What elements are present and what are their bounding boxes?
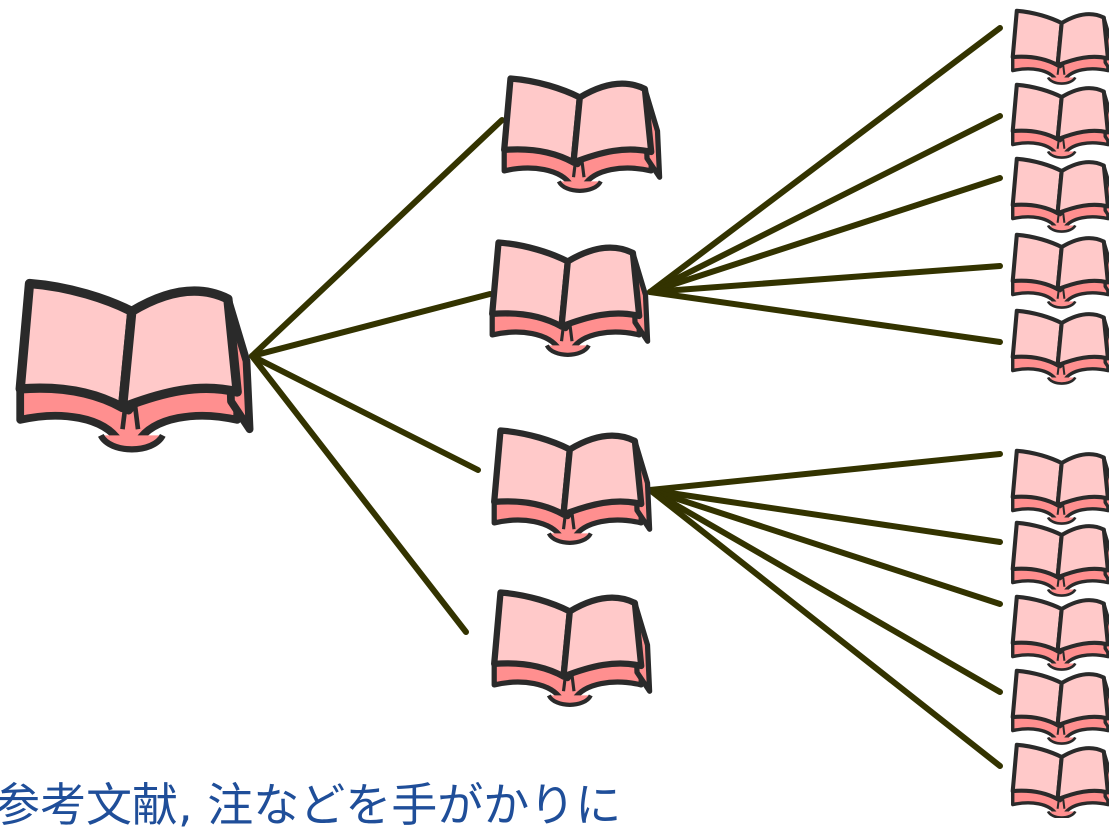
connector-line-root-l1-c: [249, 353, 481, 473]
connector-line-root-l1-d: [249, 353, 469, 635]
book-icon-l2-b4: [1013, 235, 1109, 308]
connector-line-l1-c-l2-c3: [647, 487, 1003, 607]
book-icon-l1-c: [494, 431, 649, 543]
book-icon-l2-b3: [1013, 159, 1109, 232]
connector-line-root-l1-b: [249, 291, 493, 359]
connector-line-l1-b-l2-b1: [647, 25, 1003, 295]
book-icon-l2-c1: [1013, 451, 1109, 524]
connector-line-l1-c-l2-c5: [647, 487, 1003, 769]
connector-line-l1-c-l2-c4: [647, 487, 1003, 695]
book-icon-l1-d: [494, 593, 649, 705]
connector-line-l1-b-l2-b4: [647, 263, 1003, 295]
book-icon-l2-c5: [1013, 745, 1109, 818]
caption-text: 参考文献, 注などを手がかりに: [0, 778, 622, 832]
connector-line-root-l1-a: [249, 117, 505, 359]
connector-line-l1-c-l2-c1: [647, 451, 1003, 493]
connector-line-l1-c-l2-c2: [647, 487, 1003, 545]
book-icon-l1-a: [504, 79, 659, 191]
book-icon-l1-b: [492, 243, 647, 355]
connector-line-l1-b-l2-b5: [647, 289, 1003, 345]
book-icon-l2-c3: [1013, 597, 1109, 670]
connector-line-l1-b-l2-b3: [647, 175, 1003, 295]
book-icon-l2-c2: [1013, 523, 1109, 596]
book-icon-root: [20, 284, 249, 450]
book-nodes: [20, 11, 1109, 818]
book-icon-l2-c4: [1013, 671, 1109, 744]
book-icon-l2-b5: [1013, 311, 1109, 384]
connector-lines: [249, 25, 1003, 769]
book-icon-l2-b2: [1013, 85, 1109, 158]
connector-line-l1-b-l2-b2: [647, 113, 1003, 295]
book-icon-l2-b1: [1013, 11, 1109, 84]
